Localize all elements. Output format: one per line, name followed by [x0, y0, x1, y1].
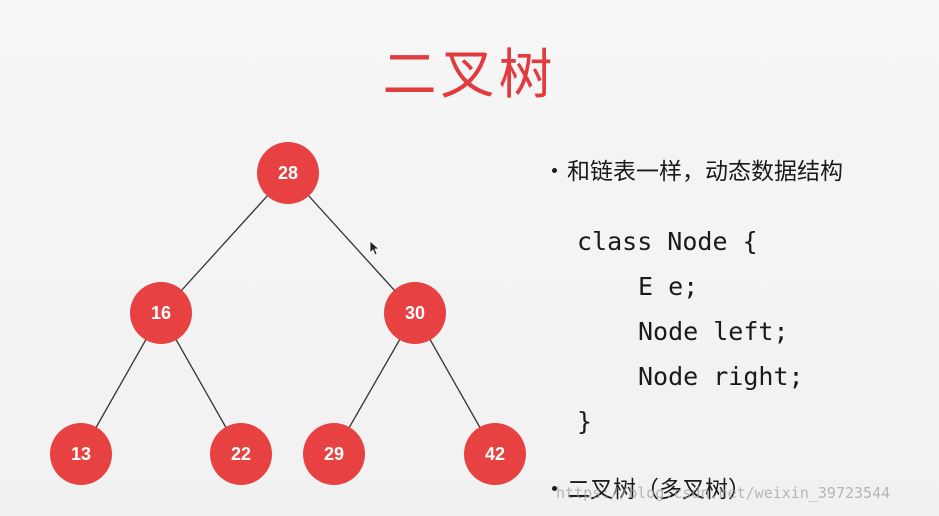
- tree-node-28: 28: [257, 142, 319, 204]
- bullet-dot: [552, 168, 557, 173]
- tree-node-label: 29: [324, 444, 344, 464]
- tree-node-label: 13: [71, 444, 91, 464]
- tree-node-label: 42: [485, 444, 505, 464]
- tree-node-29: 29: [303, 423, 365, 485]
- tree-node-label: 16: [151, 303, 171, 323]
- tree-node-circle: [257, 142, 319, 204]
- code-line-closing-brace: }: [577, 407, 593, 436]
- tree-node-label: 28: [278, 163, 298, 183]
- watermark-text: https://blog.csdn.net/weixin_39723544: [556, 484, 891, 502]
- bullet-text: 和链表一样，动态数据结构: [567, 159, 843, 185]
- bullet-text: 二叉树（多叉树）: [567, 477, 751, 503]
- code-line-field-right: Node right;: [638, 362, 804, 391]
- tree-node-22: 22: [210, 423, 272, 485]
- slide-title: 二叉树: [382, 43, 557, 106]
- tree-node-30: 30: [384, 282, 446, 344]
- tree-node-circle: [210, 423, 272, 485]
- tree-node-circle: [50, 423, 112, 485]
- tree-node-13: 13: [50, 423, 112, 485]
- code-line-field-e: E e;: [638, 272, 699, 301]
- tree-node-circle: [464, 423, 526, 485]
- tree-edge-n28-n30: [287, 172, 416, 314]
- code-line-field-left: Node left;: [638, 317, 789, 346]
- tree-nodes: 28 16 30 13 22 29 42: [50, 142, 526, 485]
- bullet-multi-tree: 二叉树（多叉树）: [552, 470, 751, 504]
- tree-node-16: 16: [130, 282, 192, 344]
- bullet-dynamic-structure: 和链表一样，动态数据结构: [552, 152, 843, 186]
- code-line-class-node: class Node {: [577, 227, 758, 256]
- tree-node-circle: [384, 282, 446, 344]
- tree-node-circle: [303, 423, 365, 485]
- mouse-pointer-icon: [369, 240, 381, 256]
- tree-node-label: 22: [231, 444, 251, 464]
- tree-node-42: 42: [464, 423, 526, 485]
- tree-node-circle: [130, 282, 192, 344]
- tree-node-label: 30: [405, 303, 425, 323]
- bullet-dot: [552, 486, 557, 491]
- tree-edge-n28-n16: [160, 172, 289, 314]
